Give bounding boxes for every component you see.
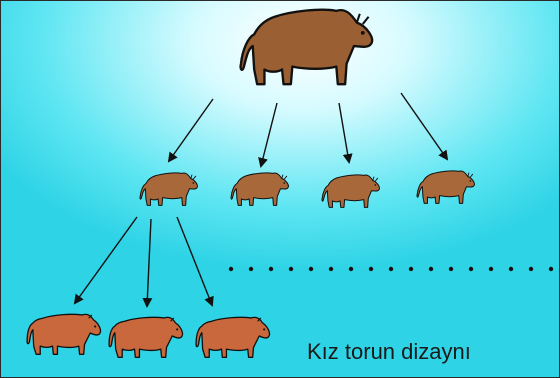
arrow: [169, 99, 213, 161]
granddaughter-cow-icon: [196, 317, 269, 357]
sire-to-sons-arrows: [169, 93, 447, 166]
son-bull-icon: [140, 173, 197, 206]
granddaughter-cow-icon: [109, 317, 182, 357]
arrow: [147, 219, 151, 306]
son-bull-icon: [322, 175, 379, 208]
sire-bull-icon: [241, 10, 373, 84]
arrow: [401, 93, 447, 159]
son-bull-icon: [231, 173, 288, 206]
continuation-dots: [229, 267, 553, 271]
granddaughter-cow-icon: [27, 314, 100, 354]
diagram-caption: Kız torun dizaynı: [307, 339, 471, 365]
son-bull-icon: [417, 171, 474, 204]
arrow: [261, 103, 277, 166]
arrow: [177, 217, 212, 305]
arrow: [339, 103, 349, 162]
son-to-granddaughters-arrows: [75, 217, 212, 306]
arrow: [75, 217, 137, 303]
